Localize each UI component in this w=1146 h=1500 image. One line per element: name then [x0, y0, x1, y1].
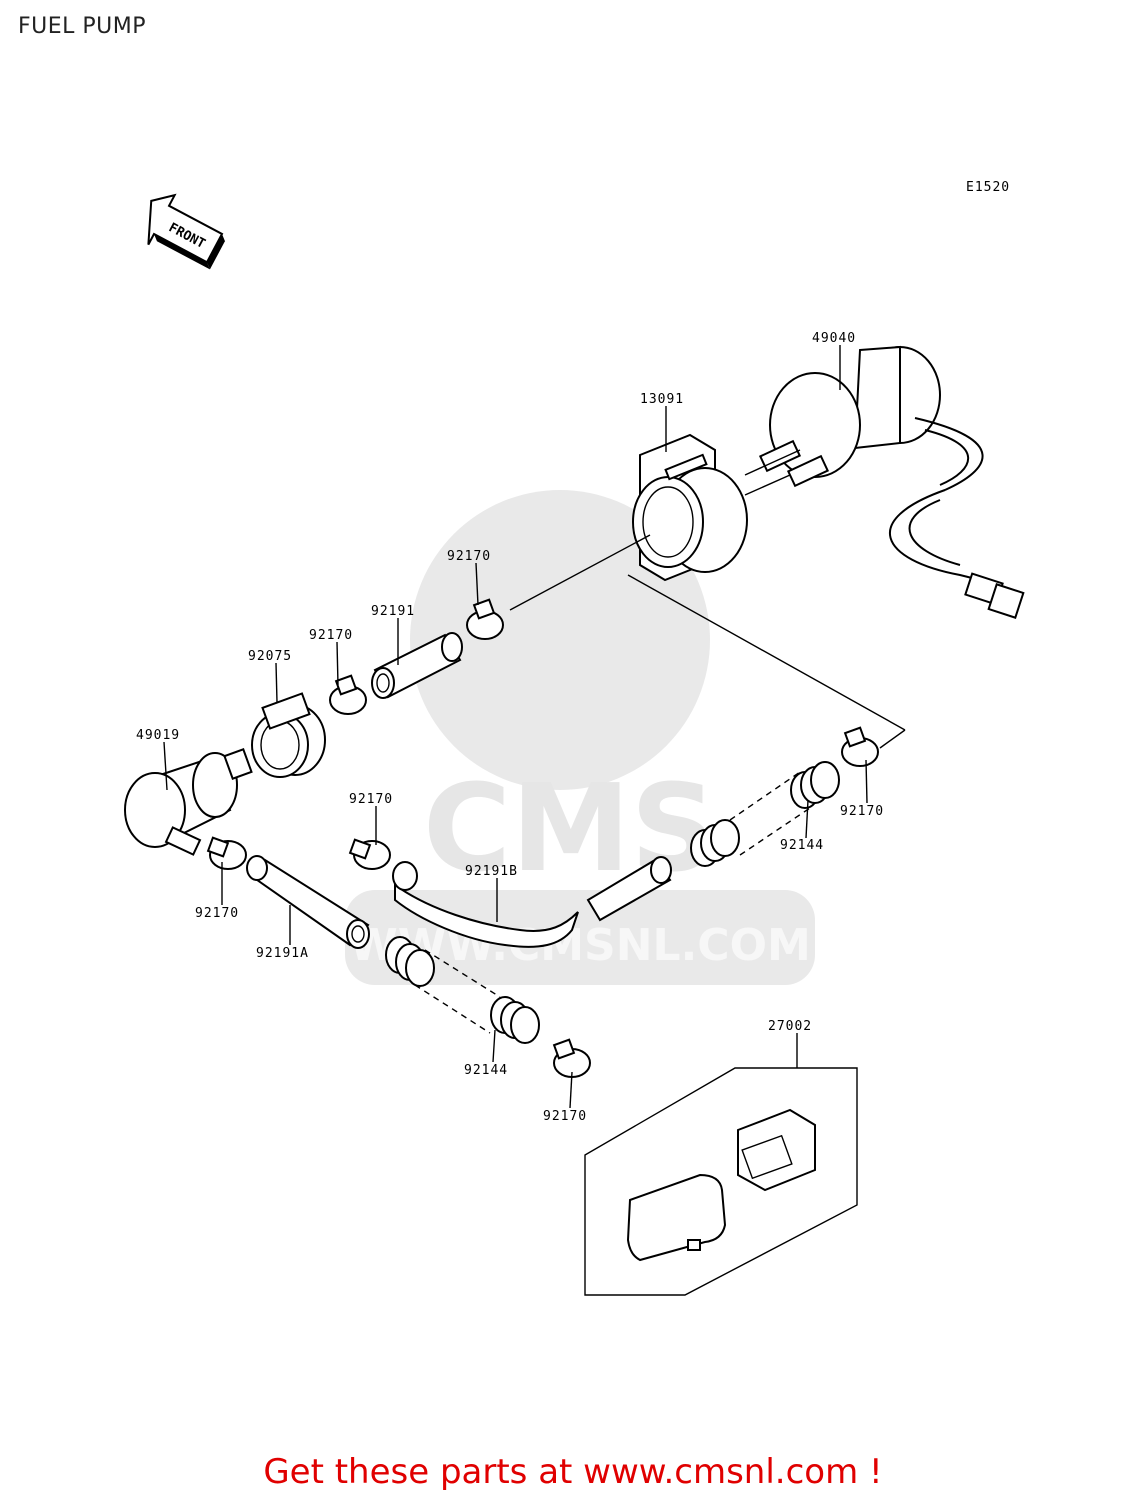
clamp-92075: [251, 692, 326, 778]
spring-92144-upper: [690, 761, 840, 867]
clip-92170-a: [466, 598, 504, 640]
part-label-92075: 92075: [248, 649, 292, 664]
clip-92170-f: [552, 1038, 591, 1078]
connector-kit-27002: [584, 1067, 858, 1296]
part-label-92170-e: 92170: [840, 804, 884, 819]
page-title: FUEL PUMP: [18, 14, 147, 39]
fuel-pump-49040: [758, 345, 1025, 619]
part-label-27002: 27002: [768, 1019, 812, 1034]
clip-92170-d: [348, 838, 391, 870]
part-label-92144-b: 92144: [464, 1063, 508, 1078]
part-label-92191B: 92191B: [465, 864, 518, 879]
shop-link[interactable]: Get these parts at www.cmsnl.com !: [263, 1452, 883, 1492]
spring-92144-lower: [385, 936, 540, 1044]
part-label-49040: 49040: [812, 331, 856, 346]
part-label-92170-f: 92170: [543, 1109, 587, 1124]
clip-92170-e: [841, 726, 879, 767]
hose-92191B: [392, 856, 672, 948]
clip-92170-b: [329, 674, 367, 715]
part-label-92191A: 92191A: [256, 946, 309, 961]
part-label-49019: 49019: [136, 728, 180, 743]
leader-lines: [163, 345, 868, 1109]
front-arrow-icon: FRONT: [147, 193, 225, 270]
diagram-code: E1520: [966, 180, 1010, 195]
part-label-92170-c: 92170: [195, 906, 239, 921]
hose-92191A: [246, 855, 370, 949]
clip-92170-c: [206, 836, 247, 870]
filter-49019: [124, 748, 253, 856]
part-label-92170-a: 92170: [447, 549, 491, 564]
part-label-92170-b: 92170: [309, 628, 353, 643]
part-label-13091: 13091: [640, 392, 684, 407]
bracket-13091: [632, 433, 748, 582]
parts-diagram: CMS WWW.CMSNL.COM E1520 FRONT: [124, 180, 1025, 1296]
part-label-92191: 92191: [371, 604, 415, 619]
part-label-92144-a: 92144: [780, 838, 824, 853]
part-label-92170-d: 92170: [349, 792, 393, 807]
hose-92191: [371, 632, 463, 699]
